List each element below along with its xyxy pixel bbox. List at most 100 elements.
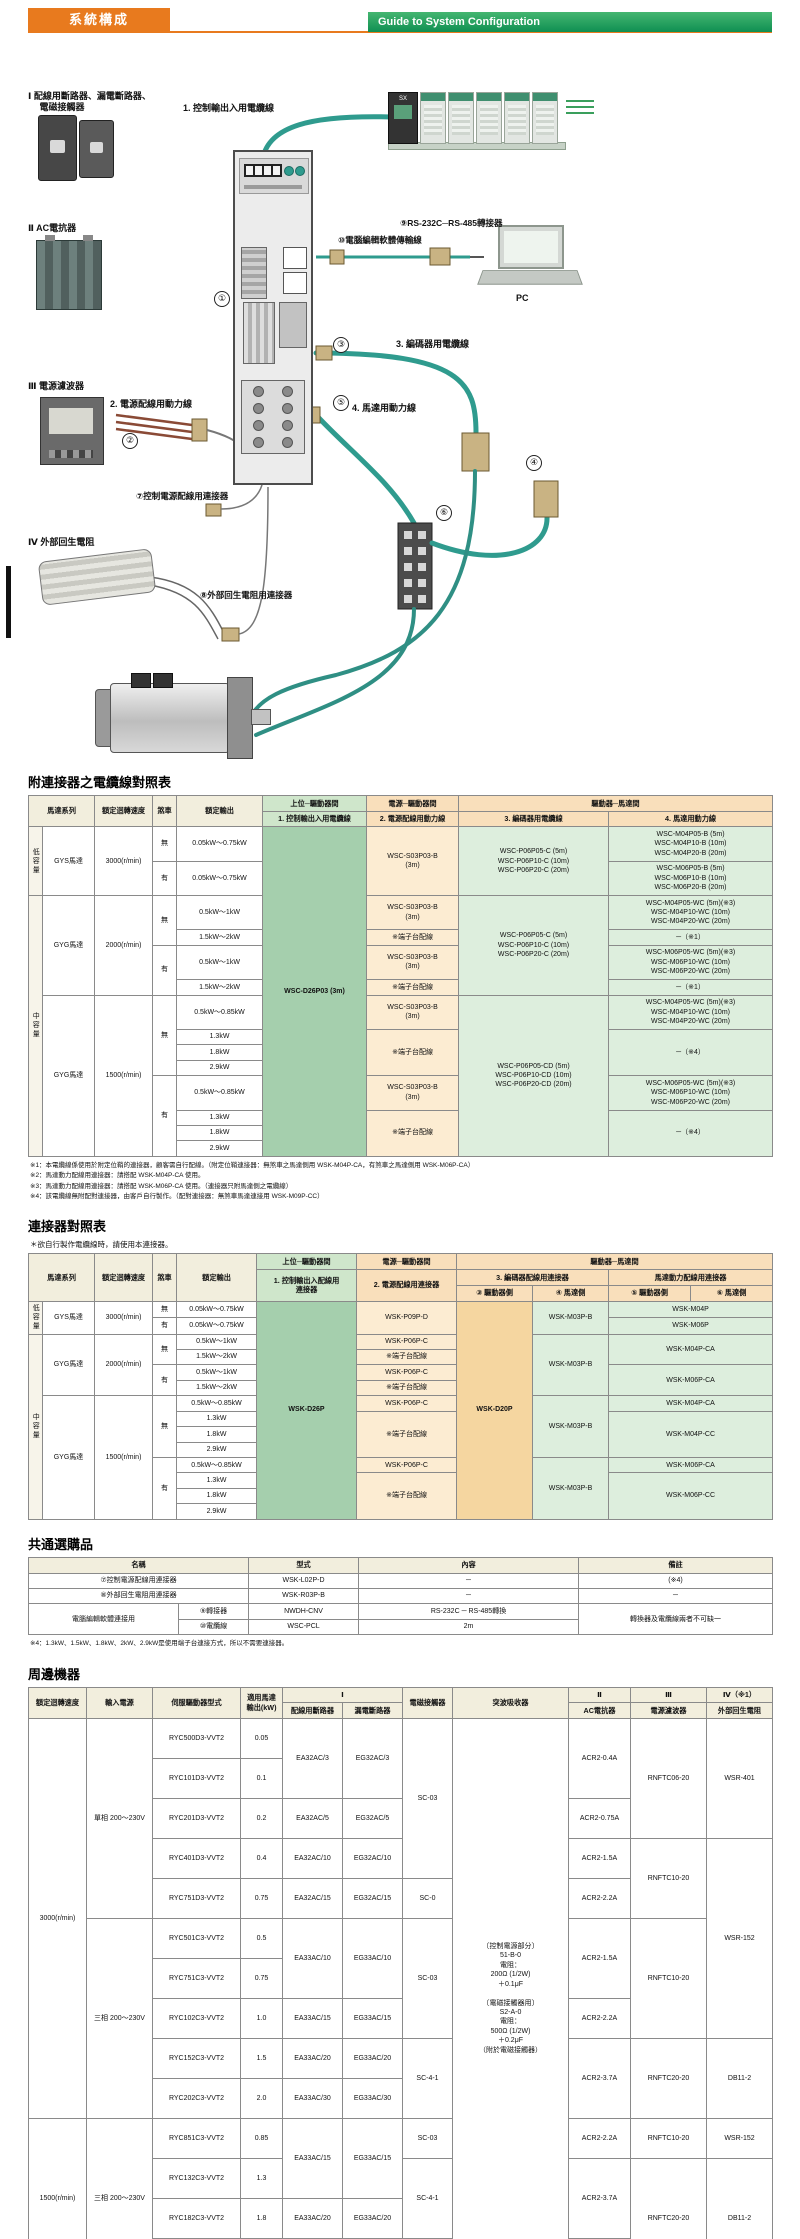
cell: ─ — [358, 1587, 580, 1605]
peripheral-table-title: 周邊機器 — [28, 1666, 81, 1682]
cell: 2000(r/min) — [94, 895, 154, 996]
cell: WSK-M06P-CA — [608, 1364, 774, 1397]
header-cell: 馬達動力配線用連接器 — [608, 1269, 774, 1286]
encoder-cable — [313, 350, 479, 436]
cell: EA33AC/30 — [282, 2078, 343, 2120]
cable-table-title: 附連接器之電纜線對照表 — [28, 775, 172, 790]
cell: RYC751D3-VVT2 — [152, 1878, 241, 1920]
drive-main-connector — [243, 302, 275, 364]
cell: SC-03 — [402, 2118, 453, 2160]
cell: WSC-S03P03-B (3m) — [366, 895, 460, 931]
cell: WSK-M06P-CC — [608, 1472, 774, 1520]
cell: 0.5kW～1kW — [176, 944, 264, 981]
terminal-screw — [281, 419, 293, 431]
cell: ※端子台配線 — [356, 1348, 458, 1366]
cell: WSK-P09P-D — [356, 1300, 458, 1335]
motor-plug-cable — [429, 514, 550, 558]
cell: 1500(r/min) — [28, 2118, 87, 2239]
terminal-screw — [253, 403, 265, 415]
conn8-label: ⑧外部回生電阻用連接器 — [200, 590, 293, 600]
cell: 1.3kW — [176, 1109, 264, 1126]
cell: SC-4-1 — [402, 2158, 453, 2239]
cell: 1.8kW — [176, 1044, 264, 1061]
motor-flange — [227, 677, 253, 759]
header-cell: 上位─驅動器間 — [262, 795, 368, 812]
rs485-adapter-icon — [429, 247, 451, 266]
cell: GYG馬達 — [41, 895, 96, 996]
cell: RYC201D3-VVT2 — [152, 1798, 241, 1840]
header-cell: Ⅳ（※1） — [706, 1686, 773, 1704]
cell: 1.5kW～2kW — [176, 979, 264, 996]
header-cell: 2. 電源配線用動力線 — [366, 810, 460, 828]
header-cell: 額定輸出 — [176, 1253, 258, 1302]
cell: 0.05 — [240, 1718, 283, 1760]
cell: 0.4 — [240, 1838, 283, 1880]
cell: 三相 200～230V — [86, 2118, 153, 2239]
motor-connector — [153, 673, 173, 688]
cell: WSC-S03P03-B (3m) — [366, 826, 460, 897]
header-cell: Ⅱ — [568, 1686, 631, 1704]
callout-2: ② — [122, 433, 138, 449]
cell: DB11-2 — [706, 2158, 773, 2239]
control-power-lead — [220, 484, 263, 510]
cell: WSC-M06P05-WC (5m)(※3) WSC-M06P10-WC (10… — [608, 944, 774, 981]
drive-comm-port — [283, 247, 307, 269]
cable-wires — [115, 100, 594, 737]
cell: WSR-401 — [706, 1718, 773, 1840]
cable1-label: 1. 控制輸出入用電纜線 — [183, 103, 275, 113]
cell: 0.05kW～0.75kW — [176, 1300, 258, 1319]
header-cell: ⑥ 馬達側 — [690, 1284, 774, 1302]
cell: EA33AC/10 — [282, 1918, 343, 2000]
cell: 1.3kW — [176, 1028, 264, 1046]
cell: WSK-M04P-CA — [608, 1395, 774, 1412]
cell: WSC-P06P05-CD (5m) WSC-P06P10-CD (10m) W… — [458, 994, 610, 1157]
cell: EA33AC/15 — [282, 2118, 343, 2200]
cell: ACR2-1.5A — [568, 1918, 631, 2000]
cell: ─（※1） — [608, 979, 774, 996]
header-rule — [28, 31, 772, 33]
drive-button — [284, 166, 294, 176]
cell: ※端子台配線 — [366, 979, 460, 996]
cell: GYS馬達 — [41, 826, 96, 897]
page-subtitle: Guide to System Configuration — [378, 16, 540, 28]
cell: ⑧外部回生電阻用連接器 — [27, 1587, 250, 1605]
cell: WSK-M03P-B — [532, 1395, 610, 1459]
callout-6: ⑥ — [436, 505, 452, 521]
cell: 2.9kW — [176, 1059, 264, 1077]
multi-pin-connector-pins — [404, 531, 426, 603]
drive-front-panel — [239, 158, 309, 194]
cell: 中容量 — [28, 895, 43, 1157]
header-cell: 1. 控制輸出入配線用 連接器 — [256, 1269, 358, 1302]
cell: ACR2-1.5A — [568, 1838, 631, 1880]
cell: RYC132C3-VVT2 — [152, 2158, 241, 2200]
cell: RYC152C3-VVT2 — [152, 2038, 241, 2080]
cell: ACR2-0.4A — [568, 1718, 631, 1800]
options-table-title: 共通選購品 — [28, 1536, 94, 1552]
cell: RNFTC10-20 — [630, 1918, 707, 2040]
cell: ※端子台配線 — [356, 1379, 458, 1397]
encoder-motor-connector — [461, 432, 490, 472]
cell: RYC102C3-VVT2 — [152, 1998, 241, 2040]
power-wire — [115, 427, 193, 441]
header-cell: ⑤ 驅動器側 — [608, 1284, 692, 1302]
connector-table-intro: ＊欲自行製作電纜線時，請使用本連接器。 — [30, 1240, 173, 1250]
table-row: 1.3kW※端子台配線─（※4） — [29, 1028, 774, 1077]
resistor-wire — [149, 576, 225, 634]
header-cell: 電源─驅動器間 — [356, 1253, 458, 1271]
power-wire — [115, 413, 193, 427]
power-loop-cable — [254, 607, 416, 737]
page-title: 系統構成 — [68, 12, 129, 27]
plc-module — [448, 92, 474, 144]
callout-5: ⑤ — [333, 395, 349, 411]
motor-connector — [131, 673, 151, 688]
cell: ─（※4） — [608, 1109, 774, 1157]
cell: 無 — [152, 1300, 178, 1319]
cell: WSK-D20P — [456, 1300, 534, 1520]
cell: WSR-152 — [706, 2118, 773, 2160]
cell: ─（※1） — [608, 929, 774, 946]
